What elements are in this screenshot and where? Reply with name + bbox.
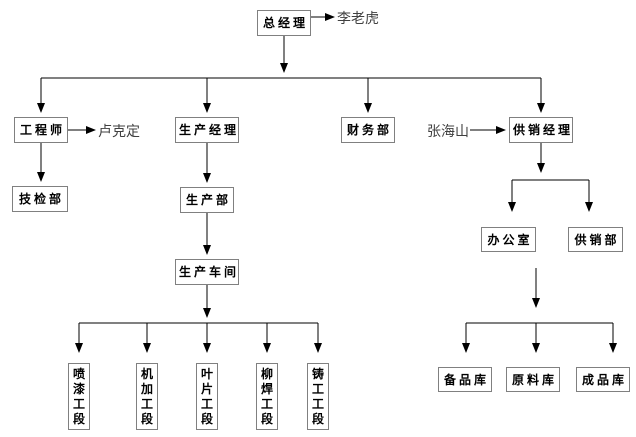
box-casting-section: 铸工工段	[307, 363, 329, 430]
box-spare-parts-warehouse: 备品库	[438, 367, 492, 392]
box-production-manager: 生产经理	[175, 117, 239, 143]
box-general-manager: 总经理	[257, 10, 311, 36]
box-finance-dept: 财务部	[341, 117, 395, 143]
box-welding-section: 柳焊工段	[256, 363, 278, 430]
annotation-general-manager-name: 李老虎	[337, 11, 379, 27]
box-tech-inspection-dept: 技检部	[12, 186, 68, 212]
box-blade-section: 叶片工段	[196, 363, 218, 430]
box-production-dept: 生产部	[180, 187, 234, 213]
box-engineer: 工程师	[14, 117, 68, 143]
box-supply-sales-dept: 供销部	[568, 227, 623, 252]
box-paint-section: 喷漆工段	[68, 363, 90, 430]
annotation-supply-manager-name: 张海山	[427, 124, 469, 140]
box-production-workshop: 生产车间	[175, 259, 239, 285]
annotation-engineer-name: 卢克定	[98, 124, 140, 140]
box-machining-section: 机加工段	[136, 363, 158, 430]
box-office: 办公室	[481, 227, 536, 252]
box-supply-sales-manager: 供销经理	[509, 117, 573, 143]
box-raw-material-warehouse: 原料库	[506, 367, 560, 392]
box-finished-goods-warehouse: 成品库	[576, 367, 630, 392]
